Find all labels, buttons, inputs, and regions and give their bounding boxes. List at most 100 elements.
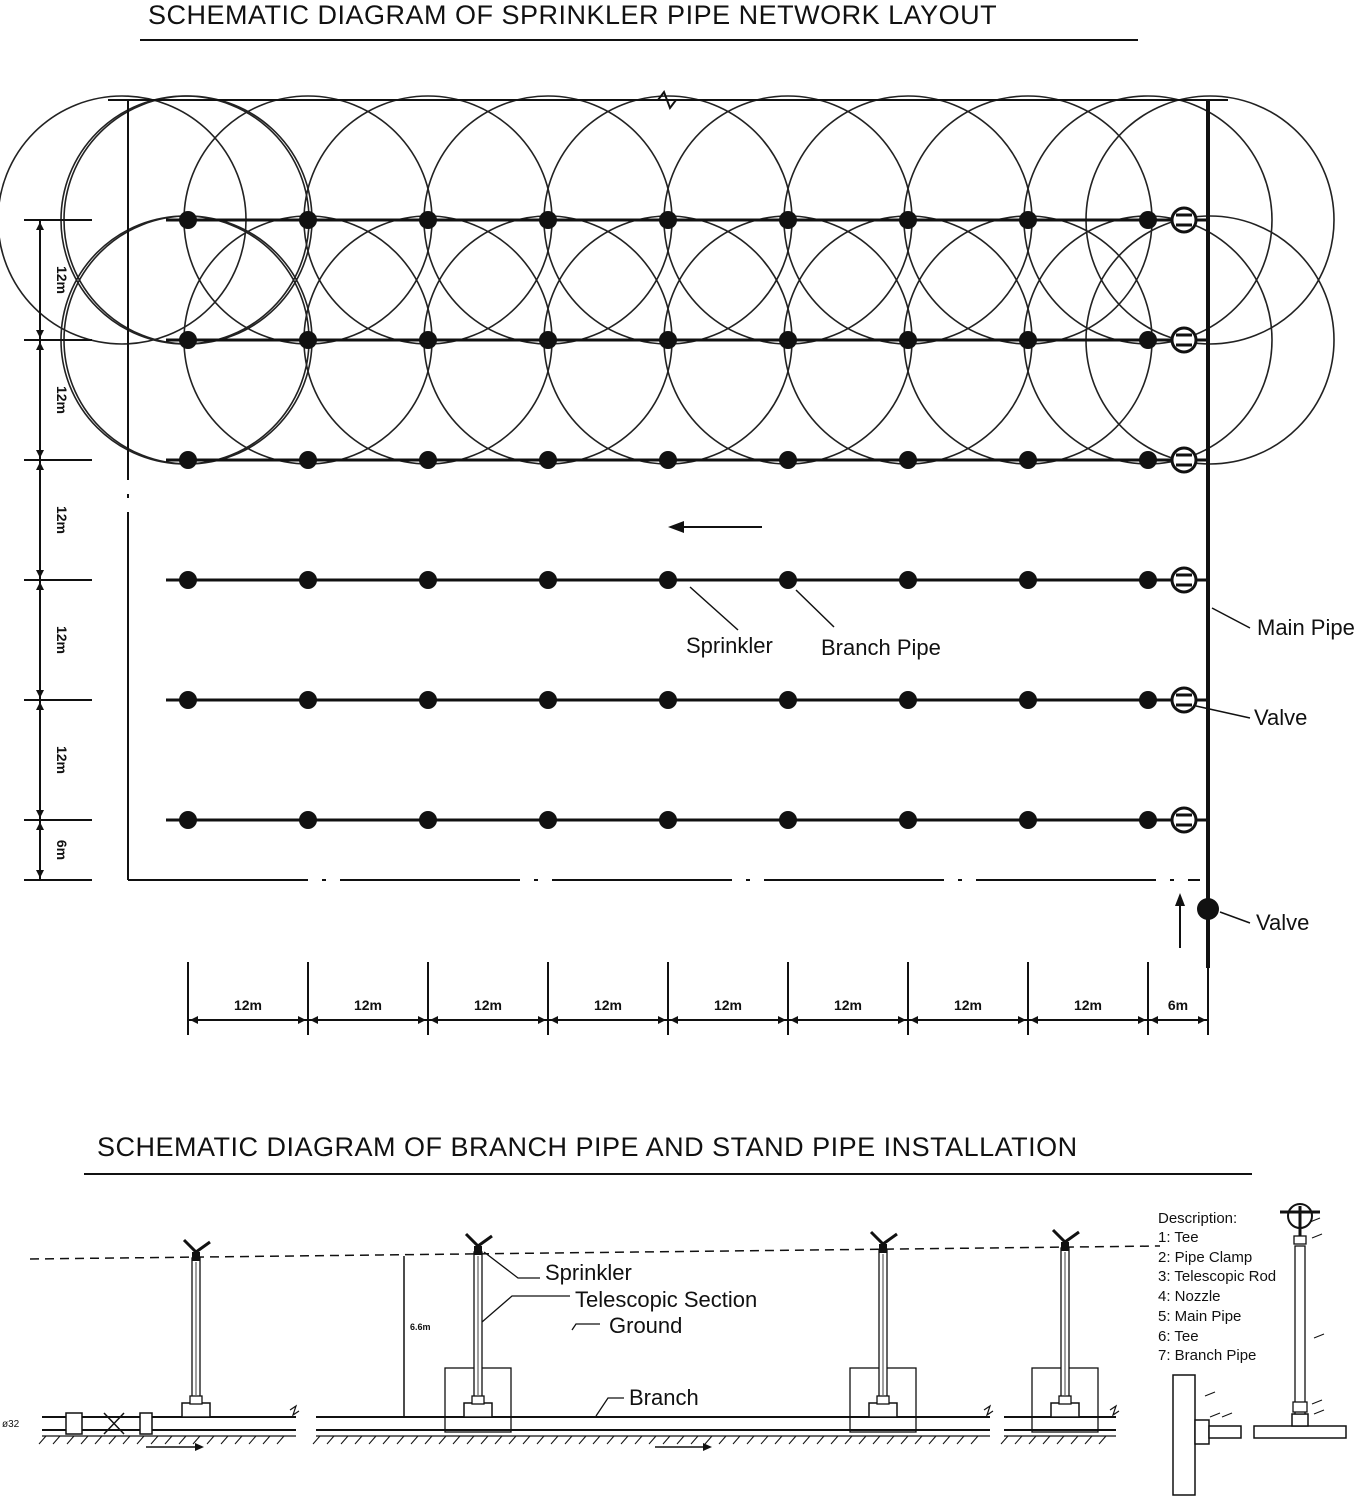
dimension-arrow xyxy=(36,822,44,830)
sprinkler xyxy=(299,331,317,349)
ground-hatch xyxy=(276,1435,285,1445)
description-item: 6: Tee xyxy=(1158,1327,1199,1345)
dimension-arrow xyxy=(1138,1016,1146,1024)
sprinkler xyxy=(1139,691,1157,709)
horizontal-spacing-label: 6m xyxy=(1168,997,1188,1013)
detail-pipe-clamp xyxy=(1292,1401,1308,1413)
ground-hatch xyxy=(150,1435,159,1445)
telescopic-section-label: Telescopic Section xyxy=(575,1287,758,1312)
dimension-arrow xyxy=(310,1016,318,1024)
sprinkler-height-line xyxy=(29,1245,1161,1260)
nozzle-body xyxy=(192,1252,200,1261)
sprinkler xyxy=(779,691,797,709)
ground-hatch xyxy=(676,1435,685,1445)
dimension-arrow xyxy=(298,1016,306,1024)
branch-valve xyxy=(1170,326,1198,354)
sprinkler xyxy=(419,691,437,709)
ground-hatch xyxy=(368,1435,377,1445)
branch-label: Branch xyxy=(629,1385,699,1410)
sprinkler-head xyxy=(464,1232,493,1248)
sprinkler xyxy=(779,331,797,349)
vertical-spacing-label: 6m xyxy=(54,840,70,860)
ground-hatch xyxy=(620,1435,629,1445)
sprinkler xyxy=(179,811,197,829)
inflow-arrow-head xyxy=(1175,893,1185,906)
sprinkler xyxy=(1019,451,1037,469)
detail-nozzle-arm xyxy=(1280,1206,1320,1236)
ground-hatch xyxy=(592,1435,601,1445)
sprinkler xyxy=(1019,811,1037,829)
branch-valve xyxy=(1170,206,1198,234)
ground-hatch xyxy=(872,1435,881,1445)
branch-pipe-leader xyxy=(795,589,835,628)
ground-hatch xyxy=(354,1435,363,1445)
dimension-arrow xyxy=(418,1016,426,1024)
ground-hatch xyxy=(234,1435,243,1445)
break-mark xyxy=(289,1404,300,1417)
pipe-clamp xyxy=(471,1395,485,1405)
sprinkler xyxy=(659,691,677,709)
ground-hatch xyxy=(1056,1435,1065,1445)
sprinkler xyxy=(779,571,797,589)
dimension-arrow xyxy=(670,1016,678,1024)
detail-callout-leader xyxy=(1204,1391,1216,1397)
sprinkler xyxy=(179,451,197,469)
ground-hatch xyxy=(648,1435,657,1445)
ground-hatch xyxy=(1000,1435,1009,1445)
layout-diagram-title: SCHEMATIC DIAGRAM OF SPRINKLER PIPE NETW… xyxy=(148,0,998,30)
ground-hatch xyxy=(564,1435,573,1445)
description-item: 2: Pipe Clamp xyxy=(1158,1248,1253,1266)
ground-hatch xyxy=(802,1435,811,1445)
ground-hatch xyxy=(662,1435,671,1445)
horizontal-spacing-label: 12m xyxy=(594,997,622,1013)
flow-arrow-head xyxy=(703,1443,712,1451)
sprinkler xyxy=(539,451,557,469)
dimension-arrow xyxy=(1030,1016,1038,1024)
ground-hatch xyxy=(192,1435,201,1445)
sprinkler xyxy=(539,811,557,829)
sprinkler-head xyxy=(1051,1228,1080,1244)
ground-hatch xyxy=(508,1435,517,1445)
pipe-coupling xyxy=(139,1412,153,1435)
ground-hatch xyxy=(970,1435,979,1445)
ground-hatch xyxy=(704,1435,713,1445)
ground-hatch xyxy=(1084,1435,1093,1445)
horizontal-spacing-label: 12m xyxy=(834,997,862,1013)
branch-valve-leader xyxy=(1195,705,1251,719)
ground-label: Ground xyxy=(609,1313,683,1338)
dimension-arrow xyxy=(36,582,44,590)
installation-title-underline xyxy=(84,1173,1252,1175)
ground-hatch xyxy=(718,1435,727,1445)
pipe-network xyxy=(108,89,1251,968)
ground-hatch xyxy=(396,1435,405,1445)
vertical-spacing-label: 12m xyxy=(54,266,70,294)
dimension-arrow xyxy=(36,702,44,710)
ground-hatch xyxy=(536,1435,545,1445)
ground-hatch xyxy=(52,1435,61,1445)
dimension-arrow xyxy=(778,1016,786,1024)
break-mark xyxy=(657,89,677,111)
ground-hatch xyxy=(858,1435,867,1445)
sprinkler xyxy=(779,451,797,469)
sprinkler xyxy=(179,211,197,229)
horizontal-spacing-label: 12m xyxy=(474,997,502,1013)
ground-hatch xyxy=(480,1435,489,1445)
tee-fitting xyxy=(181,1402,211,1418)
stand-sprinkler-label: Sprinkler xyxy=(545,1260,632,1285)
description-item: 4: Nozzle xyxy=(1158,1288,1221,1306)
horizontal-spacing-label: 12m xyxy=(354,997,382,1013)
pipe-coupling xyxy=(65,1412,83,1435)
horizontal-spacing-label: 12m xyxy=(1074,997,1102,1013)
break-mark xyxy=(983,1404,994,1417)
sprinkler xyxy=(419,811,437,829)
ground-hatch xyxy=(326,1435,335,1445)
ground-hatch xyxy=(452,1435,461,1445)
dimension-arrow xyxy=(550,1016,558,1024)
ground-hatch xyxy=(956,1435,965,1445)
tee-fitting xyxy=(1050,1402,1080,1418)
ground-hatch xyxy=(578,1435,587,1445)
sprinkler xyxy=(1139,811,1157,829)
ground-hatch xyxy=(248,1435,257,1445)
sprinkler xyxy=(659,571,677,589)
